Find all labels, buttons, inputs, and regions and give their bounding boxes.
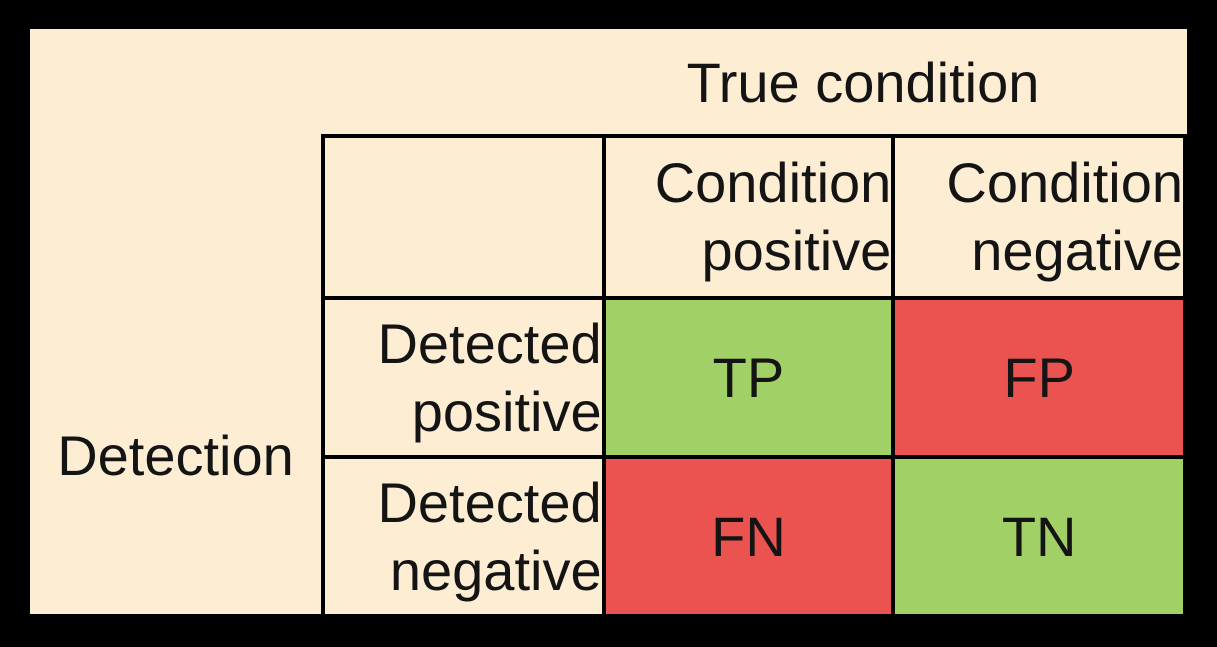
header-line-1: Detected xyxy=(377,470,602,534)
column-axis-label-true-condition: True condition xyxy=(686,50,1040,114)
detected-negative-row: Detected negative FN TN xyxy=(321,455,1187,618)
header-row: Condition positive Condition negative xyxy=(321,134,1187,300)
detected-positive-row: Detected positive TP FP xyxy=(321,296,1187,459)
corner-spacer xyxy=(321,134,606,300)
header-line-2: positive xyxy=(411,379,602,443)
header-line-1: Detected xyxy=(377,311,602,375)
confusion-matrix-panel: True condition Detection Condition posit… xyxy=(30,29,1187,618)
header-line-2: negative xyxy=(971,219,1183,282)
header-line-1: Condition xyxy=(654,151,892,214)
header-line-2: positive xyxy=(701,219,892,282)
column-header-condition-positive: Condition positive xyxy=(601,134,896,300)
cell-true-negative: TN xyxy=(891,455,1187,618)
column-header-condition-negative: Condition negative xyxy=(891,134,1187,300)
header-line-1: Condition xyxy=(946,151,1183,214)
confusion-matrix-table: Condition positive Condition negative De… xyxy=(321,134,1187,618)
row-axis-label-detection: Detection xyxy=(57,423,294,487)
cell-false-positive: FP xyxy=(891,296,1187,459)
cell-true-positive: TP xyxy=(601,296,896,459)
cell-false-negative: FN xyxy=(601,455,896,618)
header-line-2: negative xyxy=(389,538,602,602)
row-header-detected-negative: Detected negative xyxy=(321,455,606,618)
row-header-detected-positive: Detected positive xyxy=(321,296,606,459)
